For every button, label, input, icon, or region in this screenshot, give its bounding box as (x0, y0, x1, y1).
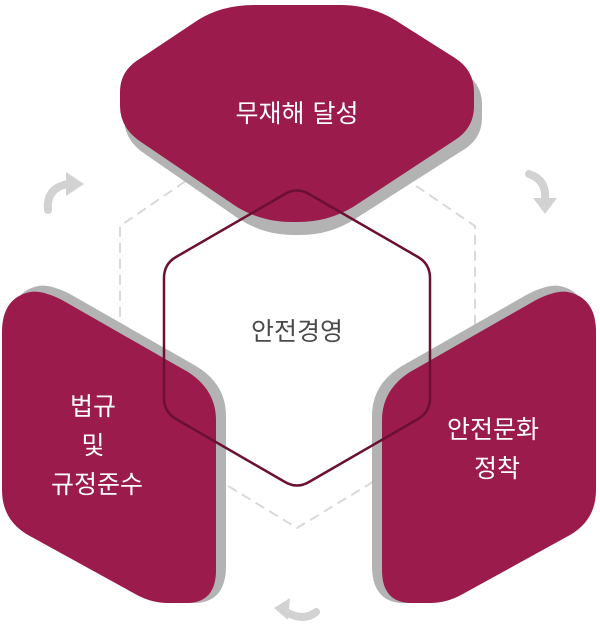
right-block-label-line-2: 정착 (474, 454, 520, 483)
left-block-label-line-1: 법규 (70, 392, 116, 421)
center-hexagon-outline (162, 189, 432, 487)
curved-arrow-icon (525, 170, 557, 214)
right-block-label-line-1: 안전문화 (447, 415, 539, 444)
right-block-shape (382, 291, 596, 603)
left-block: 법규 및 규정준수 (2, 285, 226, 603)
left-block-shape (2, 291, 216, 603)
top-block-shape (120, 5, 474, 222)
center-label: 안전경영 (251, 317, 343, 346)
top-block-label: 무재해 달성 (236, 99, 359, 128)
dashed-outer-hexagon (119, 103, 476, 530)
curved-arrow-icon (43, 172, 84, 214)
top-block: 무재해 달성 (120, 5, 482, 235)
left-block-label-line-3: 규정준수 (51, 470, 143, 499)
right-block-label: 안전문화 정착 (447, 415, 547, 483)
left-block-label: 법규 및 규정준수 (51, 392, 143, 499)
right-block: 안전문화 정착 (372, 285, 596, 603)
curved-arrow-icon (274, 598, 320, 621)
left-block-label-line-2: 및 (82, 431, 105, 460)
